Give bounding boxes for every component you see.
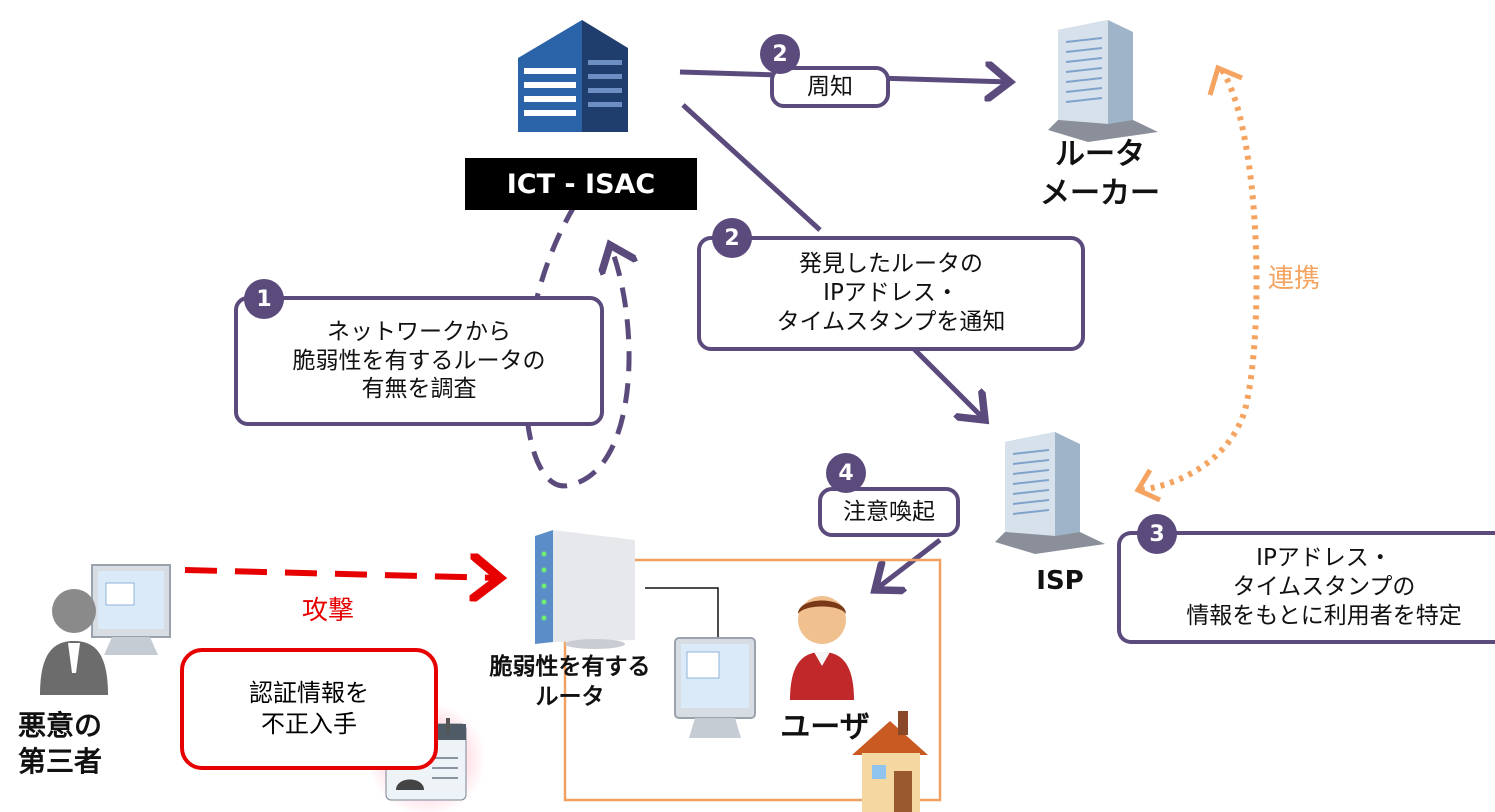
step4-badge: 4 [826, 453, 866, 493]
arrow-ict-to-isp [681, 103, 822, 232]
cooperation-arrowhead-bottom [1134, 468, 1162, 503]
router-maker-label: ルータ メーカー [1040, 137, 1160, 211]
step2b-box: 発見したルータの IPアドレス・ タイムスタンプを通知 [697, 236, 1085, 351]
step1-badge: 1 [244, 279, 284, 319]
user-label: ユーザ [780, 710, 870, 745]
step2a-box: 周知 [770, 66, 890, 108]
survey-loop-arrow [523, 203, 629, 489]
attack-arrow [184, 570, 500, 578]
step1-text: ネットワークから 脆弱性を有するルータの 有無を調査 [292, 318, 546, 403]
step1-box: ネットワークから 脆弱性を有するルータの 有無を調査 [234, 296, 604, 426]
home-boundary [563, 558, 942, 802]
step2b-text: 発見したルータの IPアドレス・ タイムスタンプを通知 [776, 251, 1006, 335]
step3-text: IPアドレス・ タイムスタンプの 情報をもとに利用者を特定 [1186, 545, 1462, 629]
step2a-badge: 2 [760, 34, 800, 74]
router-pc-cable [645, 587, 719, 648]
step2a-text: 周知 [807, 73, 853, 100]
step4-box: 注意喚起 [818, 487, 960, 537]
step4-text: 注意喚起 [843, 498, 935, 525]
step3-badge: 3 [1137, 514, 1177, 554]
cooperation-label: 連携 [1268, 264, 1321, 294]
step3-box: IPアドレス・ タイムスタンプの 情報をもとに利用者を特定 [1117, 531, 1495, 644]
vulnerable-router-label: 脆弱性を有する ルータ [489, 654, 651, 710]
attacker-label: 悪意の 第三者 [17, 709, 102, 779]
arrow-isp-to-user [875, 538, 942, 590]
ict-isac-label: ICT - ISAC [465, 158, 697, 210]
cooperation-arrowhead-top [1207, 64, 1243, 96]
cooperation-arrow [1139, 68, 1260, 493]
attack-label: 攻撃 [302, 596, 355, 626]
credential-theft-box: 認証情報を 不正入手 [180, 648, 438, 770]
step2b-badge: 2 [712, 218, 752, 258]
arrow-notify-to-isp [908, 343, 985, 420]
isp-label: ISP [1036, 566, 1084, 596]
